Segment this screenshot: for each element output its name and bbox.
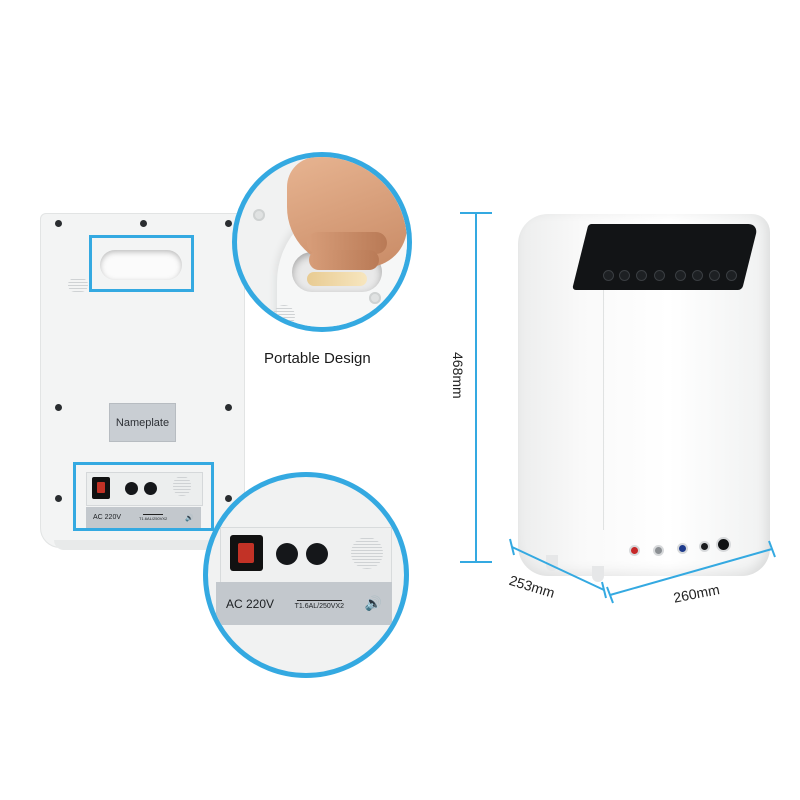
screw: [55, 404, 62, 411]
fuse-rating: T1.6AL/250VX2: [295, 598, 344, 610]
screw: [253, 209, 265, 221]
vent-grille: [68, 278, 88, 292]
rear-label-strip: AC 220V T1.6AL/250VX2 🔊: [216, 582, 392, 625]
screw: [55, 220, 62, 227]
fuse-rating: T1.6AL/250VX2: [139, 514, 168, 521]
screw: [140, 220, 147, 227]
control-button: [726, 270, 737, 281]
speaker-grille: [173, 476, 191, 496]
nameplate-label: Nameplate: [109, 403, 176, 442]
output-terminal: [653, 545, 664, 556]
voltage-label: AC 220V: [226, 596, 275, 611]
speaker-grille: [351, 537, 383, 569]
control-button: [619, 270, 630, 281]
portable-design-caption: Portable Design: [264, 350, 371, 367]
rear-connector: [276, 543, 298, 565]
control-button: [692, 270, 703, 281]
base-dimension-lines: [509, 538, 776, 604]
screw: [225, 220, 232, 227]
height-label: 468mm: [450, 352, 466, 399]
rear-connector: [306, 543, 328, 565]
power-switch-icon: [92, 477, 110, 499]
device-back-base: [54, 540, 232, 550]
power-switch-icon: [230, 535, 263, 571]
handle-zoom-circle: [232, 152, 412, 332]
output-terminal: [629, 545, 640, 556]
ports-highlight-frame: [73, 462, 214, 531]
finger: [309, 250, 379, 270]
control-button: [675, 270, 686, 281]
control-button: [709, 270, 720, 281]
voltage-label: AC 220V: [93, 514, 122, 521]
output-terminal: [716, 537, 731, 552]
control-button: [603, 270, 614, 281]
rear-connector: [144, 482, 157, 495]
finger: [307, 232, 387, 254]
output-terminal: [677, 543, 688, 554]
screw: [369, 292, 381, 304]
ports-zoom-circle: AC 220V T1.6AL/250VX2 🔊: [203, 472, 409, 678]
nameplate-text: Nameplate: [115, 416, 170, 429]
handle-highlight-frame: [89, 235, 194, 292]
rear-label-strip: AC 220V T1.6AL/250VX2 🔊: [86, 507, 201, 528]
carry-handle-slot: [100, 250, 182, 280]
speaker-icon: 🔊: [185, 514, 194, 522]
dimension-tick: [460, 212, 492, 214]
vent-grille: [273, 305, 295, 327]
speaker-icon: 🔊: [364, 595, 382, 611]
handle-light: [307, 272, 367, 286]
control-button: [636, 270, 647, 281]
height-dimension-line: [475, 213, 477, 562]
screw: [55, 495, 62, 502]
screw: [225, 404, 232, 411]
device-side-edge: [603, 290, 739, 530]
control-button: [654, 270, 665, 281]
dimension-tick: [460, 561, 492, 563]
screw: [225, 495, 232, 502]
device-foot: [592, 566, 604, 582]
output-terminal: [699, 541, 710, 552]
rear-connector: [125, 482, 138, 495]
